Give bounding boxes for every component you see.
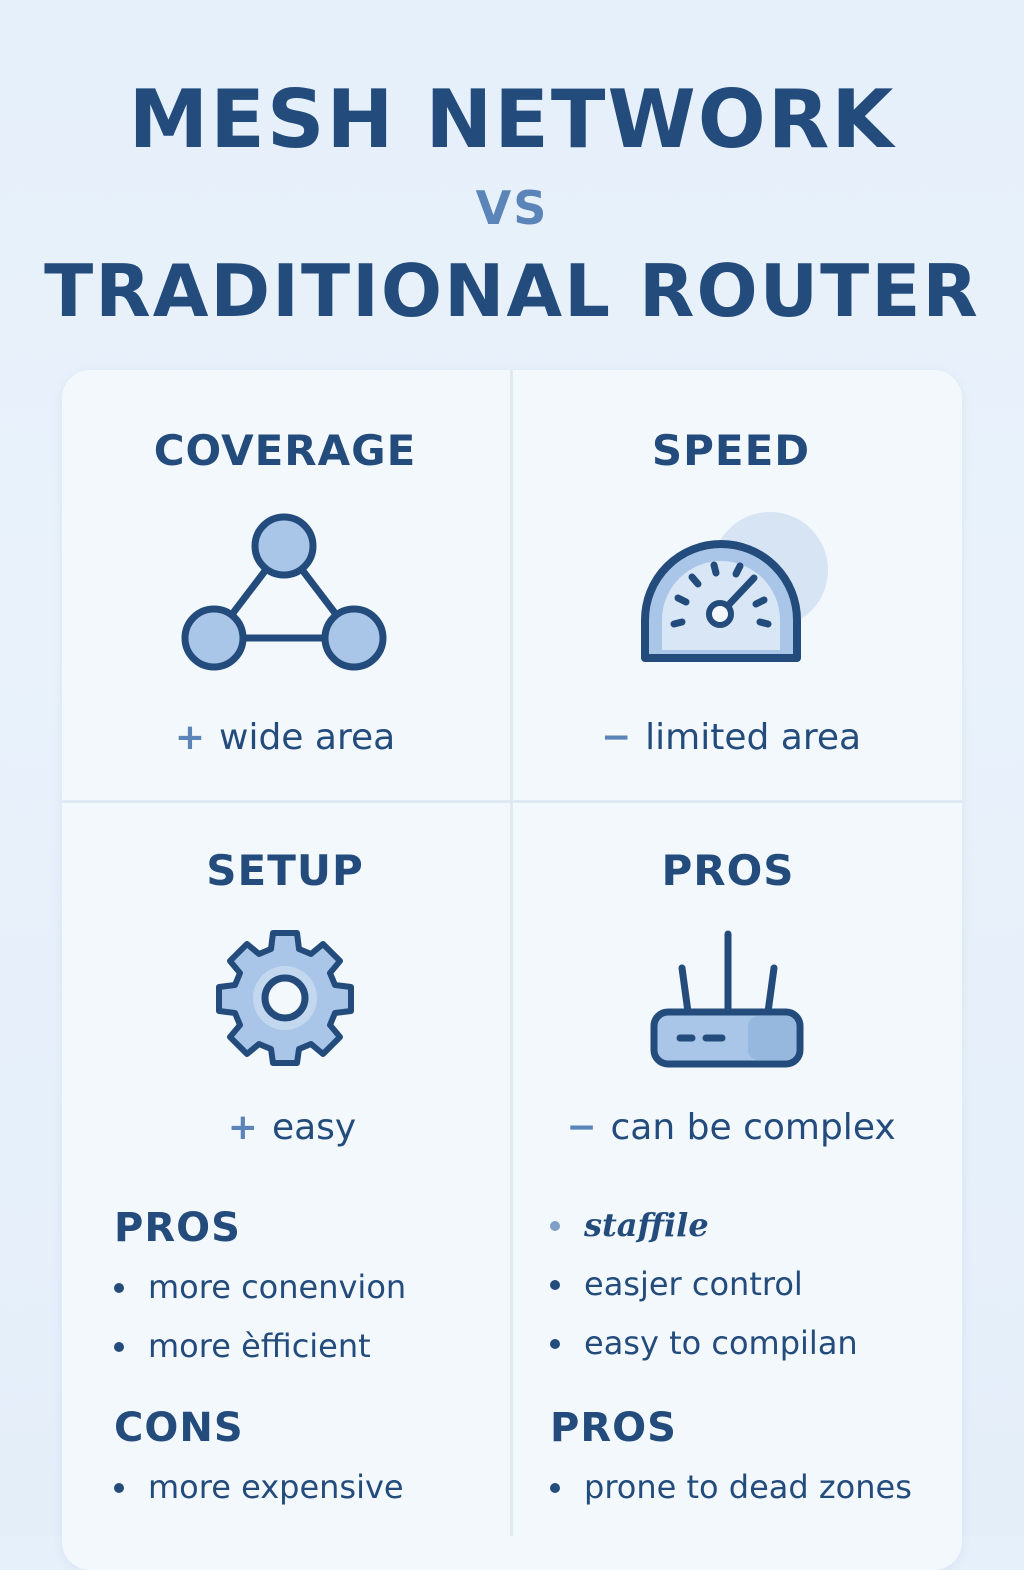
list-item: more èfficient <box>112 1317 406 1376</box>
left-pros-list: more conenvion more èfficient <box>112 1258 406 1376</box>
speedometer-icon <box>641 512 828 662</box>
horizontal-divider <box>62 800 962 803</box>
title-vs: VS <box>475 181 549 235</box>
left-cons-heading: CONS <box>114 1405 244 1451</box>
right-pros-list: prone to dead zones <box>548 1458 912 1517</box>
setup-note: + easy <box>62 1106 522 1150</box>
minus-sign: − <box>600 717 632 758</box>
router-icon <box>650 930 804 1068</box>
speed-note-text: limited area <box>645 717 862 758</box>
list-item: more conenvion <box>112 1258 406 1317</box>
left-pros-heading: PROS <box>114 1205 241 1251</box>
speed-note: −limited area <box>513 716 949 760</box>
plus-sign: + <box>227 1107 258 1148</box>
vertical-divider <box>510 370 513 1536</box>
mesh-triangle-icon <box>181 513 387 671</box>
right-items-list: staffile easjer control easy to compilan <box>548 1196 858 1373</box>
title-traditional-router: TRADITIONAL ROUTER <box>44 249 980 333</box>
plus-sign: + <box>174 717 205 758</box>
left-cons-list: more expensive <box>112 1458 404 1517</box>
speed-title: SPEED <box>651 426 811 475</box>
list-item: easjer control <box>548 1255 858 1314</box>
coverage-note-text: wide area <box>219 717 396 758</box>
coverage-note: + wide area <box>62 716 508 760</box>
pros-cell-title: PROS <box>661 846 795 895</box>
list-item: easy to compilan <box>548 1314 858 1373</box>
pros-cell-note: −can be complex <box>513 1106 949 1150</box>
setup-title: SETUP <box>206 846 364 895</box>
minus-sign: − <box>566 1107 597 1148</box>
title-mesh-network: MESH NETWORK <box>128 73 896 166</box>
setup-note-text: easy <box>271 1107 357 1148</box>
list-item: staffile <box>548 1196 858 1255</box>
list-item: prone to dead zones <box>548 1458 912 1517</box>
list-item: more expensive <box>112 1458 404 1517</box>
coverage-title: COVERAGE <box>153 426 417 475</box>
pros-cell-note-text: can be complex <box>610 1107 896 1148</box>
gear-icon <box>216 930 354 1066</box>
right-pros-heading: PROS <box>550 1405 677 1451</box>
